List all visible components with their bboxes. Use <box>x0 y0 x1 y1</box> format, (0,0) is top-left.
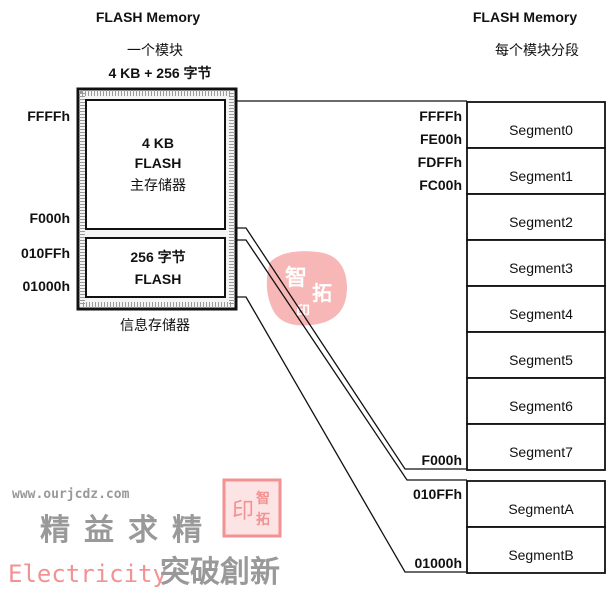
segment-box <box>466 193 606 241</box>
segment-box <box>466 331 606 379</box>
segment-box <box>466 285 606 333</box>
small-stamp-char: 拓 <box>256 511 270 527</box>
address-label: FFFFh <box>419 108 462 124</box>
address-label: F000h <box>422 452 462 468</box>
watermark-url: www.ourjcdz.com <box>12 487 130 502</box>
module-hatch <box>79 90 235 308</box>
segment-label: Segment0 <box>509 122 573 138</box>
connector-010ff <box>237 239 467 481</box>
info-block-size: 256 字节 <box>130 249 185 265</box>
address-label: 010FFh <box>413 486 462 502</box>
small-stamp-char: 智 <box>255 490 270 506</box>
main-block-size: 4 KB <box>142 135 174 151</box>
small-stamp-char: 印 <box>232 498 254 523</box>
info-memory-caption: 信息存储器 <box>120 317 190 333</box>
left-subtitle-2: 4 KB + 256 字节 <box>108 65 211 81</box>
connector-lines <box>237 100 467 573</box>
watermark-stamp: 智 拓 印 <box>266 251 348 326</box>
address-label: FE00h <box>420 131 462 147</box>
main-memory-block <box>85 99 226 230</box>
address-label: 01000h <box>23 278 70 294</box>
info-segment-column: SegmentA SegmentB <box>466 480 606 574</box>
address-label: 010FFh <box>21 245 70 261</box>
main-block-label: 主存储器 <box>130 177 186 193</box>
left-title: FLASH Memory <box>96 9 200 25</box>
address-label: 01000h <box>415 555 462 571</box>
segment-box <box>466 423 606 471</box>
address-label: FDFFh <box>418 154 462 170</box>
main-block-type: FLASH <box>135 155 182 171</box>
main-segment-column: Segment0Segment1Segment2Segment3Segment4… <box>466 101 606 471</box>
watermark-small-stamp <box>222 478 282 538</box>
segment-label: Segment2 <box>509 214 573 230</box>
watermark-slogan-2: 突破創新 <box>160 555 280 589</box>
segment-label: Segment6 <box>509 398 573 414</box>
watermark-latin: Electricity <box>8 560 167 588</box>
segment-label: SegmentA <box>508 501 574 517</box>
segment-box <box>466 239 606 287</box>
watermark-slogan-1: 精益求精 <box>40 514 216 547</box>
segment-label: SegmentB <box>508 547 573 563</box>
segment-label: Segment3 <box>509 260 573 276</box>
segment-box <box>466 480 606 528</box>
right-title: FLASH Memory <box>473 9 577 25</box>
segment-label: Segment7 <box>509 444 573 460</box>
connector-f000 <box>237 227 467 470</box>
segment-box <box>466 526 606 574</box>
stamp-char-2: 拓 <box>312 282 332 305</box>
address-label: FC00h <box>419 177 462 193</box>
left-subtitle-1: 一个模块 <box>127 42 183 58</box>
segment-label: Segment1 <box>509 168 573 184</box>
stamp-char-3: 印 <box>296 303 310 319</box>
right-subtitle: 每个模块分段 <box>495 42 579 58</box>
info-block-type: FLASH <box>135 271 182 287</box>
stamp-char-1: 智 <box>285 265 307 290</box>
watermark-text: www.ourjcdz.com 精益求精 Electricity 突破創新 印 … <box>8 478 282 589</box>
segment-label: Segment4 <box>509 306 573 322</box>
connector-01000 <box>237 296 467 573</box>
segment-label: Segment5 <box>509 352 573 368</box>
address-label: F000h <box>30 210 70 226</box>
info-memory-block <box>85 237 226 298</box>
address-label: FFFFh <box>27 108 70 124</box>
